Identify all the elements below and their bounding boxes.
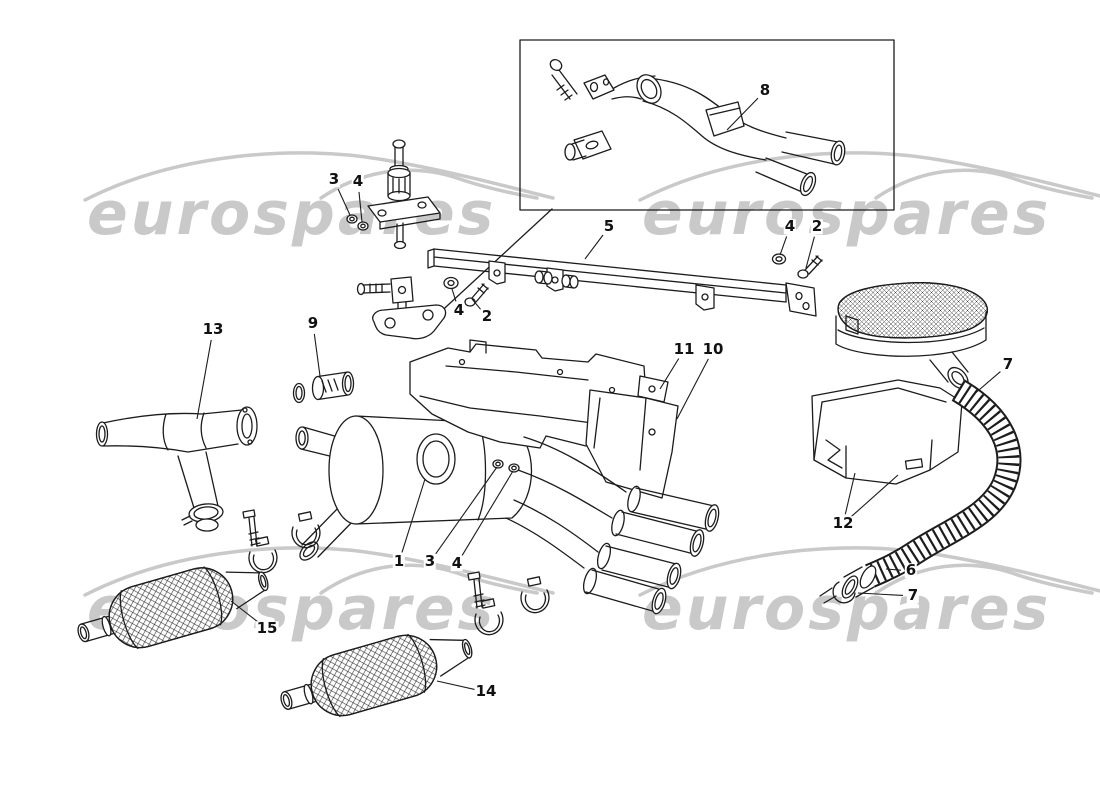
callout-7: 7 <box>1001 355 1015 374</box>
muffler-fasteners <box>492 459 520 473</box>
leader-line <box>850 474 899 518</box>
leader-line <box>471 298 482 310</box>
leader-line <box>676 358 709 420</box>
leader-line <box>584 234 604 260</box>
bushing-sleeve <box>292 371 355 404</box>
watermark-swoosh <box>638 151 1100 202</box>
callout-4: 4 <box>450 554 464 573</box>
callout-2: 2 <box>480 307 494 326</box>
catalytic-converter-15 <box>77 566 269 650</box>
nut-washer-top <box>346 214 369 231</box>
leader-line <box>313 333 321 377</box>
pipe-flange <box>583 74 615 100</box>
bolt-icon <box>549 59 578 101</box>
leader-line <box>971 371 1001 397</box>
callout-13: 13 <box>201 320 225 339</box>
callout-14: 14 <box>474 682 498 701</box>
callout-4: 4 <box>452 301 466 320</box>
washer-bolt-left <box>443 276 489 307</box>
watermark: eurospares <box>638 151 1100 249</box>
callout-15: 15 <box>255 619 279 638</box>
heat-shield-small <box>585 375 679 499</box>
clamps-converter-15 <box>242 509 321 574</box>
callout-11: 11 <box>672 340 696 359</box>
hanger-rod-bracket <box>356 276 447 340</box>
callout-8: 8 <box>758 81 772 100</box>
leader-line <box>401 478 426 553</box>
callout-1: 1 <box>392 552 406 571</box>
exhaust-crossover-pipe <box>564 74 846 197</box>
leader-line <box>659 358 680 390</box>
callout-7: 7 <box>906 586 920 605</box>
catalytic-converter-14 <box>280 633 473 718</box>
watermark: eurospares <box>83 151 555 249</box>
leader-line <box>844 472 856 515</box>
detail-box-part-8 <box>420 39 895 331</box>
watermark-text: eurospares <box>642 179 1051 249</box>
hose-clamp <box>819 581 856 604</box>
watermark: eurospares <box>638 546 1100 644</box>
leader-line <box>435 466 498 555</box>
leader-line <box>196 339 212 420</box>
callout-12: 12 <box>831 514 855 533</box>
washer-bolt-right <box>771 253 823 279</box>
leader-line <box>436 680 477 691</box>
clamps-converter-14 <box>467 571 550 636</box>
watermark-swoosh <box>874 168 1094 200</box>
watermark-swoosh <box>83 546 555 597</box>
air-cleaner <box>811 282 988 485</box>
callout-3: 3 <box>327 170 341 189</box>
leader-line <box>726 97 759 131</box>
leader-line <box>358 191 363 223</box>
tail-pipes <box>505 436 720 615</box>
callout-9: 9 <box>306 314 320 333</box>
callout-6: 6 <box>904 561 918 580</box>
callout-2: 2 <box>810 217 824 236</box>
callout-5: 5 <box>602 217 616 236</box>
callout-4: 4 <box>351 172 365 191</box>
callout-3: 3 <box>423 552 437 571</box>
watermark-swoosh <box>83 151 555 202</box>
leader-line <box>805 236 815 269</box>
leader-line <box>461 470 514 556</box>
watermark-swoosh <box>319 563 539 595</box>
muffler <box>295 415 532 561</box>
leader-line <box>885 568 902 571</box>
crossmember-bar <box>427 248 817 317</box>
leader-line <box>451 288 457 302</box>
leader-line <box>337 188 351 216</box>
y-pipe <box>95 406 258 532</box>
leader-line <box>779 236 788 256</box>
leader-lines <box>196 97 1001 691</box>
leader-line <box>857 592 904 597</box>
callout-4: 4 <box>783 217 797 236</box>
callout-10: 10 <box>701 340 725 359</box>
leader-line <box>230 600 260 624</box>
hanger-mount <box>367 139 441 250</box>
corrugated-hose <box>819 379 1022 604</box>
